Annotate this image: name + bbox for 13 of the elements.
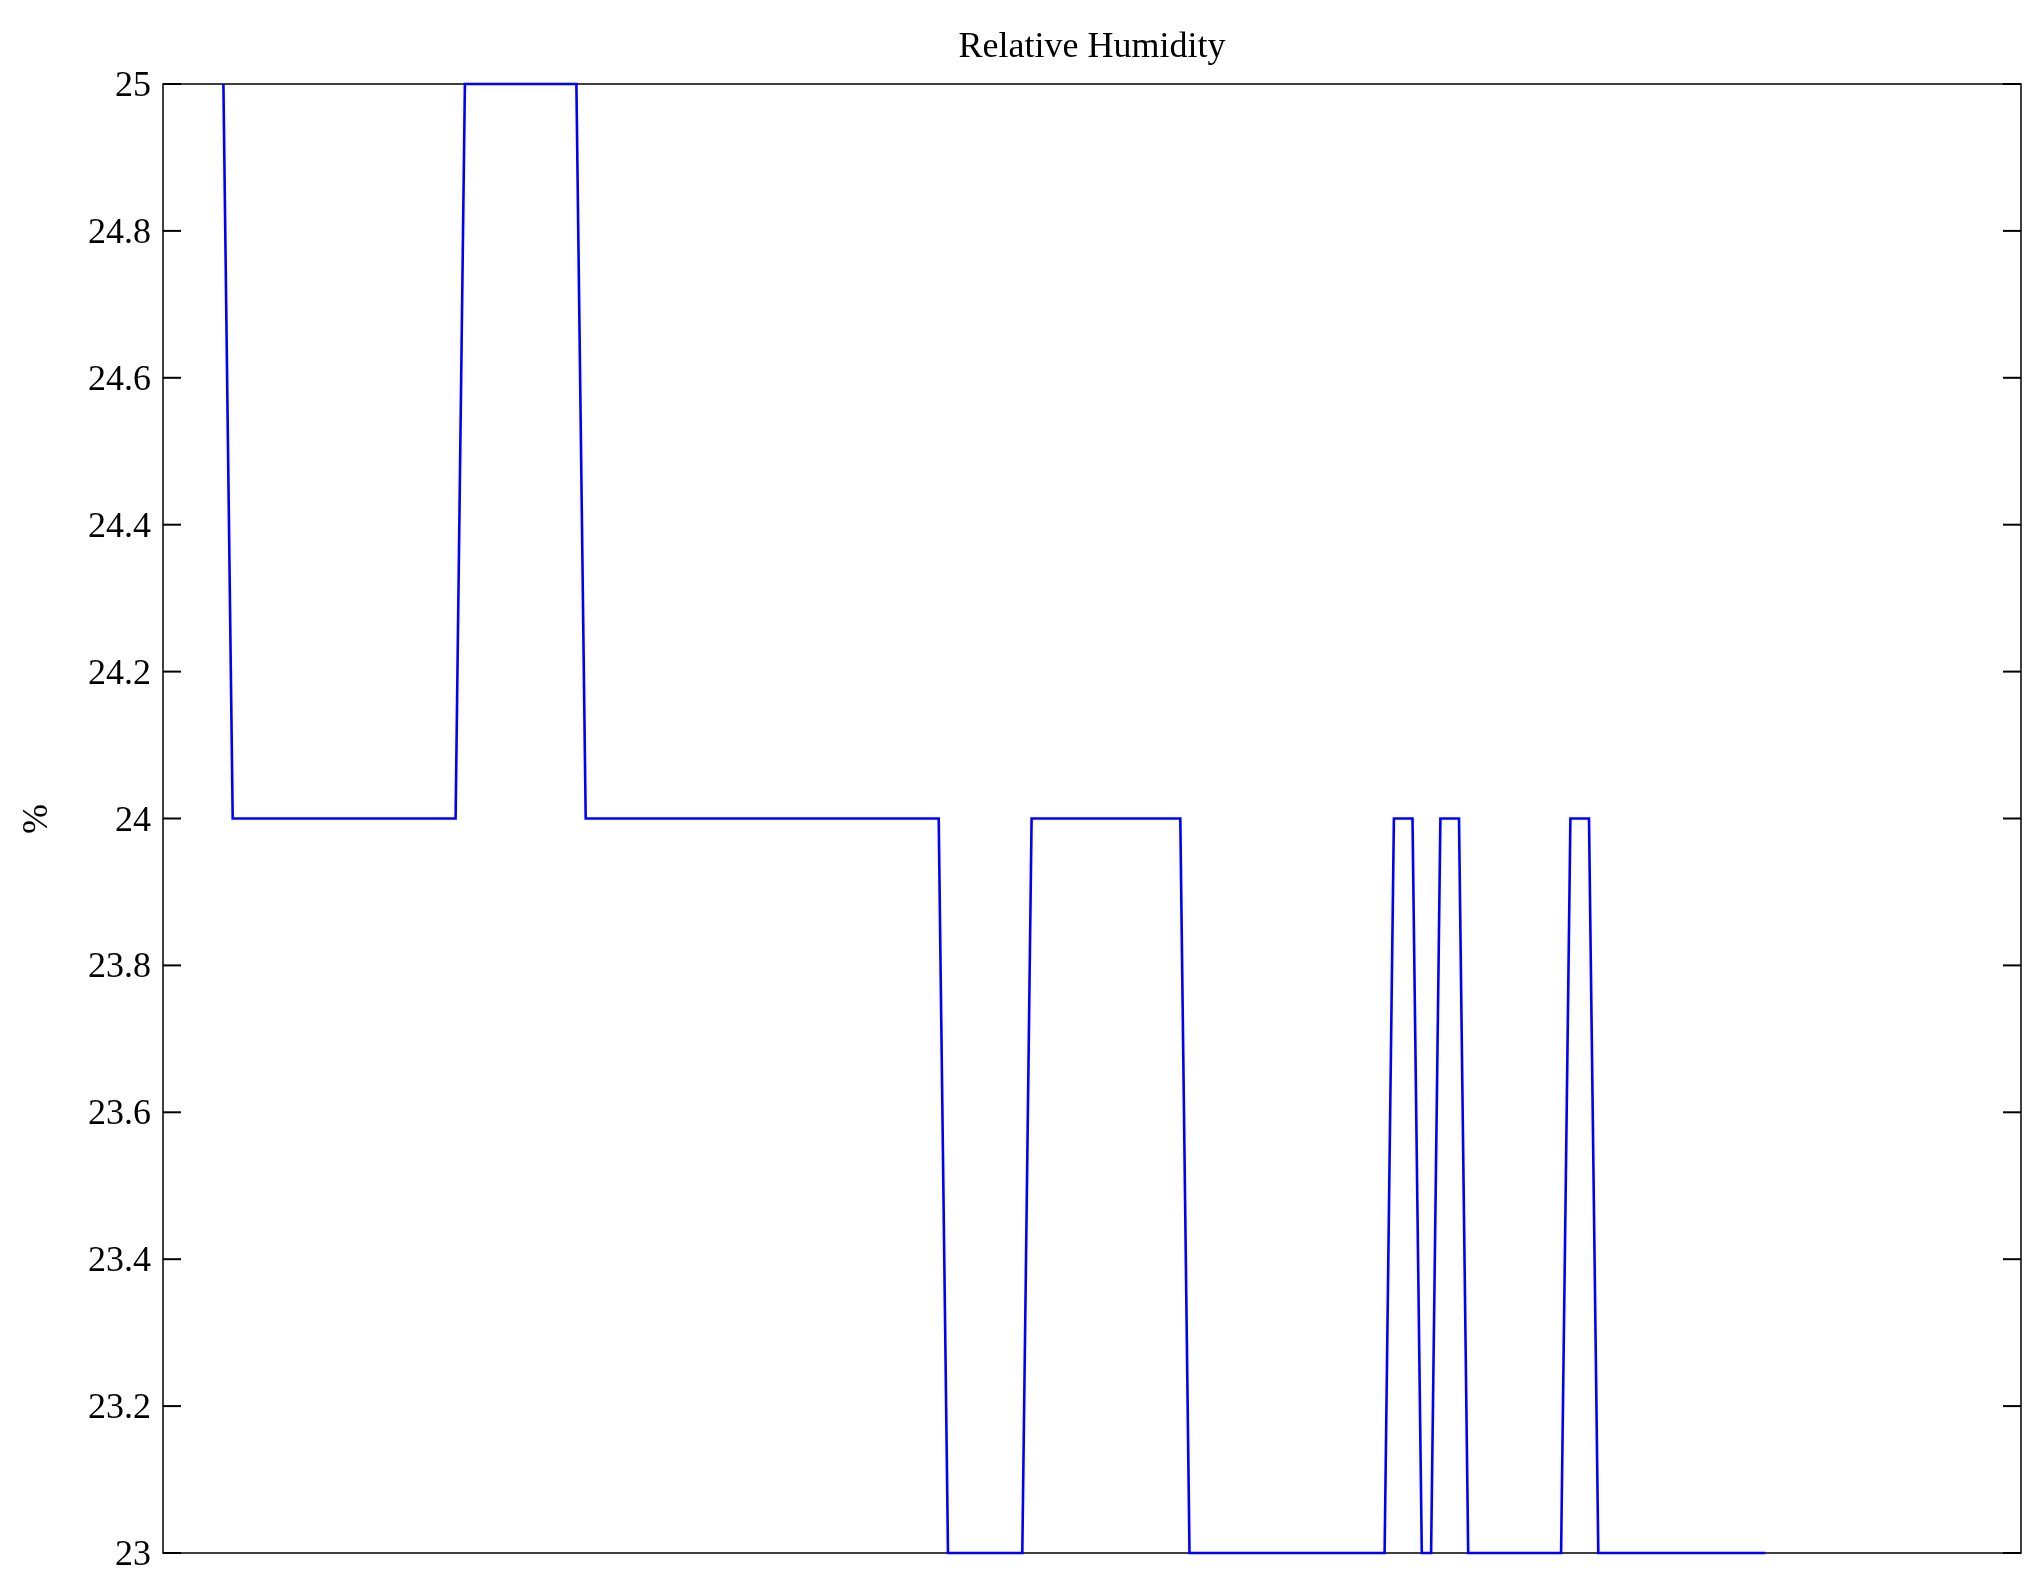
y-tick-label: 23 (115, 1535, 151, 1571)
y-tick-label: 24.2 (88, 653, 151, 690)
y-tick-label: 23.2 (88, 1388, 151, 1425)
y-tick-label: 23.8 (88, 947, 151, 984)
y-tick-label: 23.6 (88, 1094, 151, 1131)
y-tick-label: 25 (115, 66, 151, 102)
y-axis-label: % (17, 803, 53, 834)
y-tick-label: 24 (115, 800, 151, 837)
y-tick-label: 24.6 (88, 359, 151, 396)
y-tick-label: 24.4 (88, 506, 151, 543)
y-tick-label: 23.4 (88, 1241, 151, 1278)
y-tick-label: 24.8 (88, 212, 151, 249)
chart-title: Relative Humidity (958, 27, 1226, 63)
